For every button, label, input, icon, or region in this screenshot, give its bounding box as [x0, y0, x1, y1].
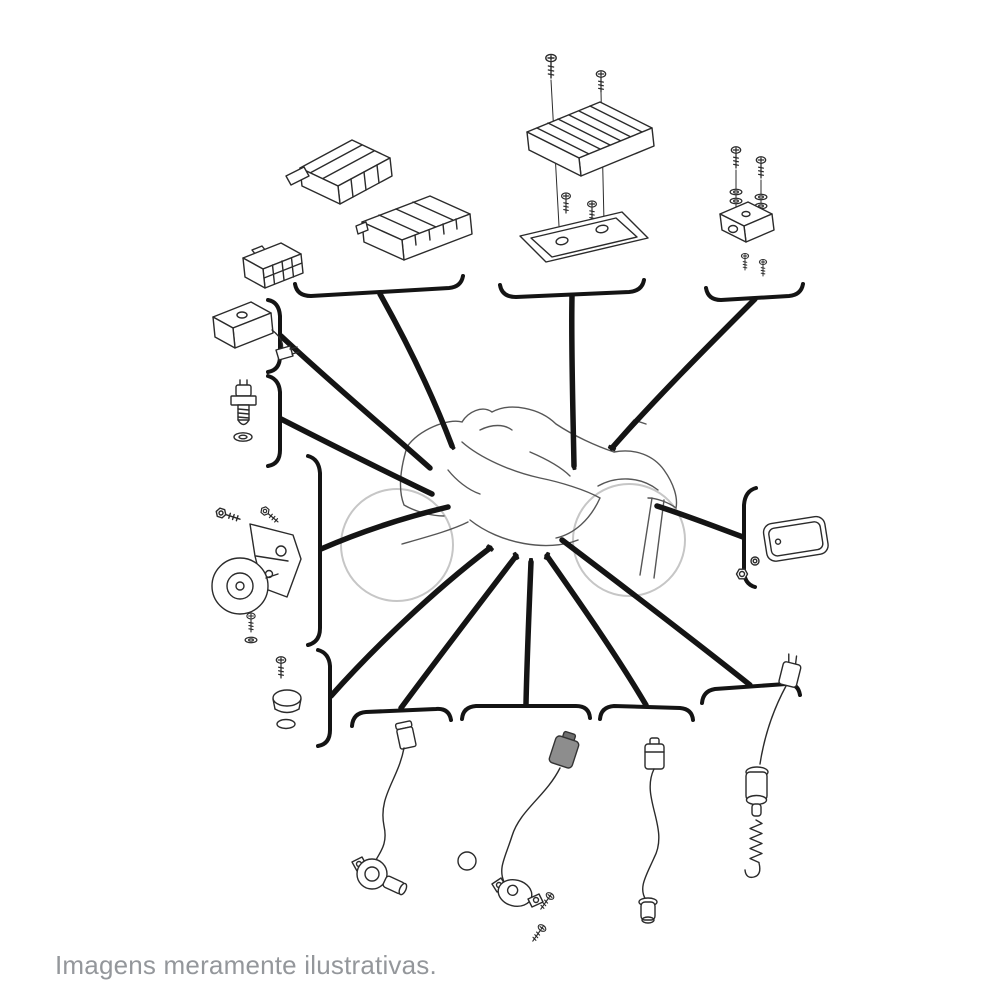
harness-marker-dots: [448, 441, 617, 566]
speed-sensor-spring-illustration: [744, 653, 802, 879]
mount-bracket-assembly-illustration: [719, 146, 775, 277]
leader-lines: [278, 291, 758, 711]
switch-cable-illustration: [351, 720, 417, 896]
temperature-sensor-illustration: [230, 379, 257, 442]
wheel-circles: [340, 483, 686, 602]
crank-position-sensor-illustration: [457, 730, 580, 945]
body-sketch: [399, 406, 678, 579]
horn-assembly-illustration: [211, 504, 302, 644]
connector-modules-illustration: [285, 139, 473, 261]
caption-text: Imagens meramente ilustrativas.: [55, 950, 437, 980]
relay-assembly-illustration: [212, 242, 304, 361]
callout-brackets: [266, 274, 805, 748]
sensor-cable-illustration: [638, 737, 665, 924]
reflector-plate-illustration: [735, 515, 829, 580]
oil-pressure-sensor-illustration: [272, 656, 302, 730]
caption: Imagens meramente ilustrativas.: [55, 950, 437, 981]
regulator-rectifier-illustration: [519, 53, 655, 263]
